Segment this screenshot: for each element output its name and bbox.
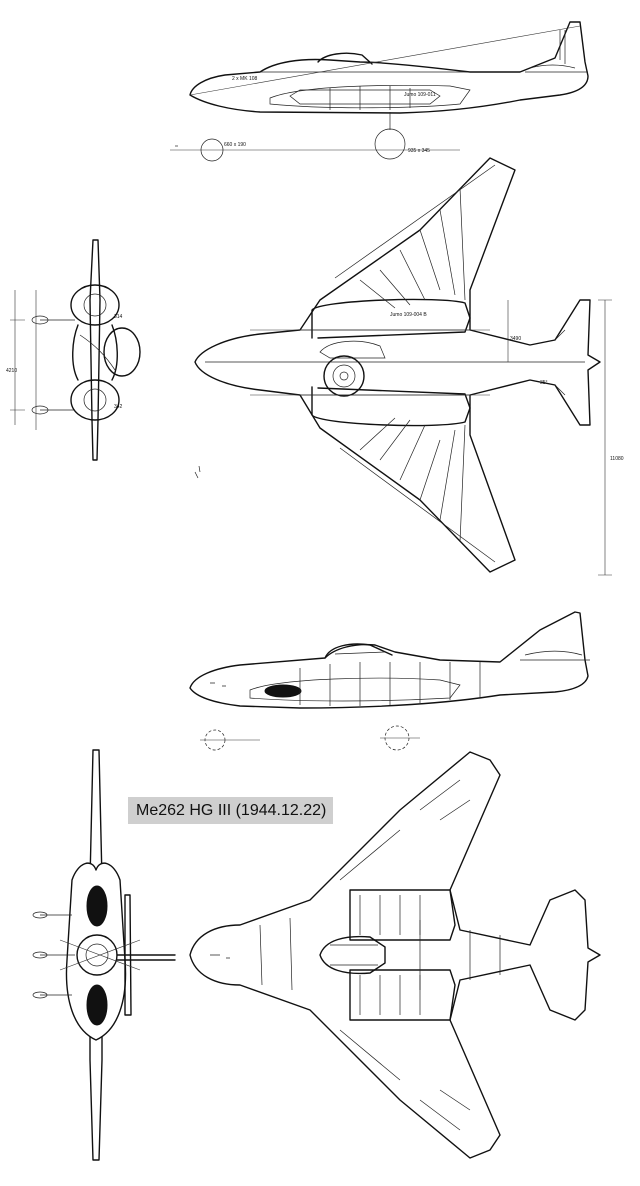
aircraft-title-label: Me262 HG III (1944.12.22)	[128, 797, 333, 824]
side-view-lower	[189, 611, 590, 751]
plan-view-lower	[189, 751, 601, 1159]
nose-wheel-annotation: 660 x 190	[224, 142, 246, 148]
dim-small-b: 342	[114, 404, 123, 410]
front-view-lower	[32, 749, 176, 1161]
gun-annotation: 2 x MK 108	[232, 76, 258, 82]
main-wheel-annotation: 935 x 345	[408, 148, 430, 154]
gear-dimension: 4210	[6, 368, 17, 374]
front-view-upper: 4210 314 342	[6, 239, 141, 461]
sheet-marks	[175, 145, 201, 479]
span-dimension: 11080	[610, 456, 624, 462]
plan-view-upper: Jumo 109-004 B 11080 3490 35°	[194, 157, 624, 576]
engine-side-annotation: Jumo 109-011	[404, 92, 436, 98]
side-view-upper: 2 x MK 108 Jumo 109-011 660 x 190 935 x …	[170, 21, 589, 162]
tail-angle: 35°	[540, 380, 548, 386]
tail-dimension: 3490	[510, 336, 521, 342]
dim-small-a: 314	[114, 314, 123, 320]
engine-top-annotation: Jumo 109-004 B	[390, 312, 427, 318]
